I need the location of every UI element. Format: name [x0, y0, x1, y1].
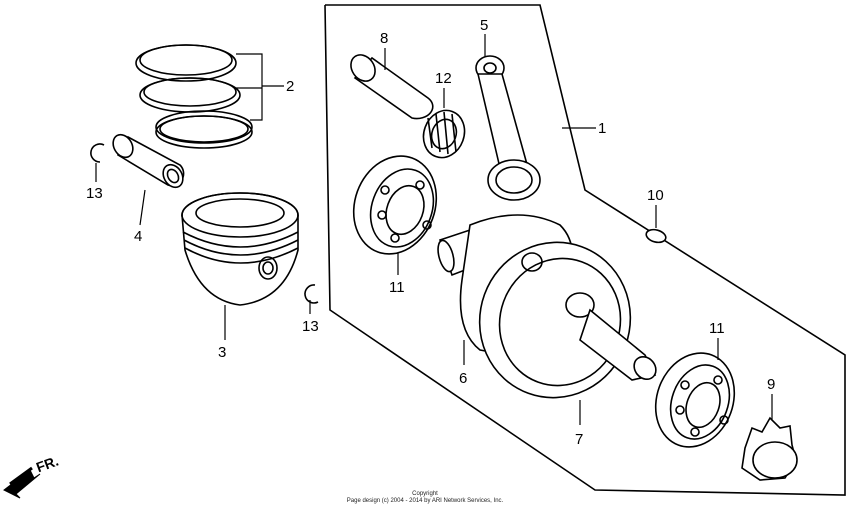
callout-12: 12 [435, 70, 452, 87]
ball-bearing-upper [352, 155, 438, 255]
drive-sprocket [741, 416, 798, 481]
piston [181, 192, 299, 306]
crankshaft [437, 214, 657, 399]
assembly-outline [324, 4, 846, 496]
callout-4: 4 [134, 228, 143, 245]
copyright-line-1: Copyright [412, 491, 438, 497]
callout-5: 5 [480, 17, 489, 34]
callout-8: 8 [380, 30, 389, 47]
callout-10: 10 [647, 187, 664, 204]
callout-13-left: 13 [86, 185, 103, 202]
front-arrow-icon [3, 466, 41, 499]
callout-13-right: 13 [302, 318, 319, 335]
circlip-left [90, 143, 105, 163]
callout-3: 3 [218, 344, 227, 361]
callout-11-lower: 11 [709, 320, 725, 337]
callout-7: 7 [575, 431, 584, 448]
callout-11-upper: 11 [389, 279, 405, 296]
connecting-rod [475, 55, 541, 201]
callout-2: 2 [286, 78, 295, 95]
piston-rings [135, 44, 253, 149]
copyright-notice: Copyright Page design (c) 2004 - 2014 by… [0, 491, 850, 505]
callout-1: 1 [598, 120, 607, 137]
copyright-line-2: Page design (c) 2004 - 2014 by ARI Netwo… [346, 497, 504, 504]
ball-bearing-lower [654, 352, 736, 448]
piston-pin [112, 133, 185, 189]
needle-bearing [422, 109, 466, 159]
crank-pin [350, 54, 434, 120]
circlip-right [304, 284, 319, 304]
callout-6: 6 [459, 370, 468, 387]
woodruff-key [645, 228, 667, 244]
callout-9: 9 [767, 376, 776, 393]
